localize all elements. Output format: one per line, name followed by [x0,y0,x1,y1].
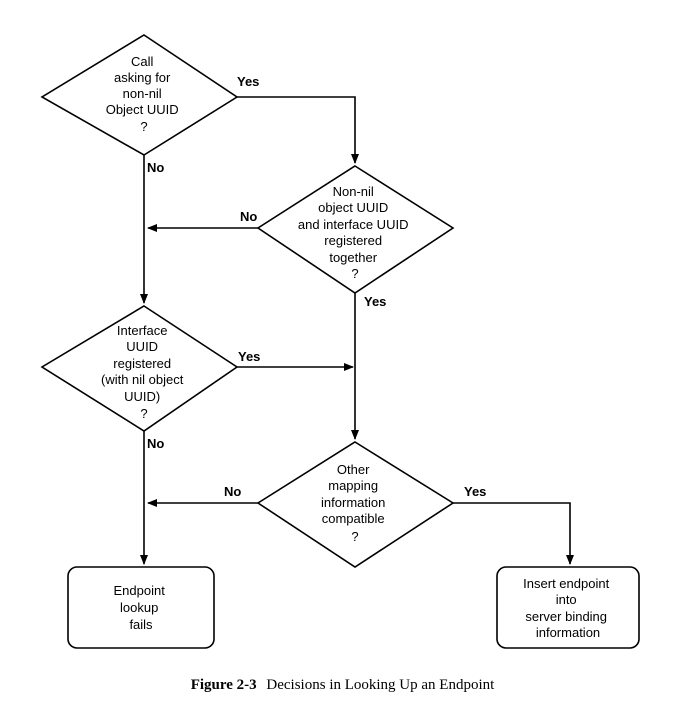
edge-label-d2-no: No [240,209,257,224]
decision-mapping-compatible-label: Other mapping information compatible ? [321,462,389,544]
terminal-endpoint-lookup-fails-label: Endpoint lookup fails [114,583,169,632]
edge-label-d4-yes: Yes [464,484,486,499]
decision-diamond-nonnil-registered [256,165,455,294]
figure-number: Figure 2-3 [190,677,257,693]
edge-label-d1-no: No [147,160,164,175]
edge-d1-yes [237,96,359,164]
edge-label-d4-no: No [224,484,241,499]
edge-label-d2-yes: Yes [364,294,386,309]
edge-label-d3-yes: Yes [238,349,260,364]
decision-interface-registered-label: Interface UUID registered (with nil obje… [101,323,187,421]
terminal-endpoint-lookup-fails [67,566,215,649]
decision-diamond-call-asking [40,34,239,156]
edge-label-d3-no: No [147,436,164,451]
terminal-insert-endpoint [496,566,640,649]
decision-call-asking-label: Call asking for non-nil Object UUID ? [106,54,183,134]
figure-caption: Figure 2-3 Decisions in Looking Up an En… [0,677,685,694]
decision-nonnil-registered-label: Non-nil object UUID and interface UUID r… [298,184,412,281]
edge-d4-yes [453,502,574,565]
terminal-insert-endpoint-label: Insert endpoint into server binding info… [523,576,613,640]
figure-title: Decisions in Looking Up an Endpoint [266,677,495,693]
decision-diamond-interface-registered [40,305,239,432]
edge-label-d1-yes: Yes [237,74,259,89]
decision-diamond-mapping-compatible [256,441,455,568]
